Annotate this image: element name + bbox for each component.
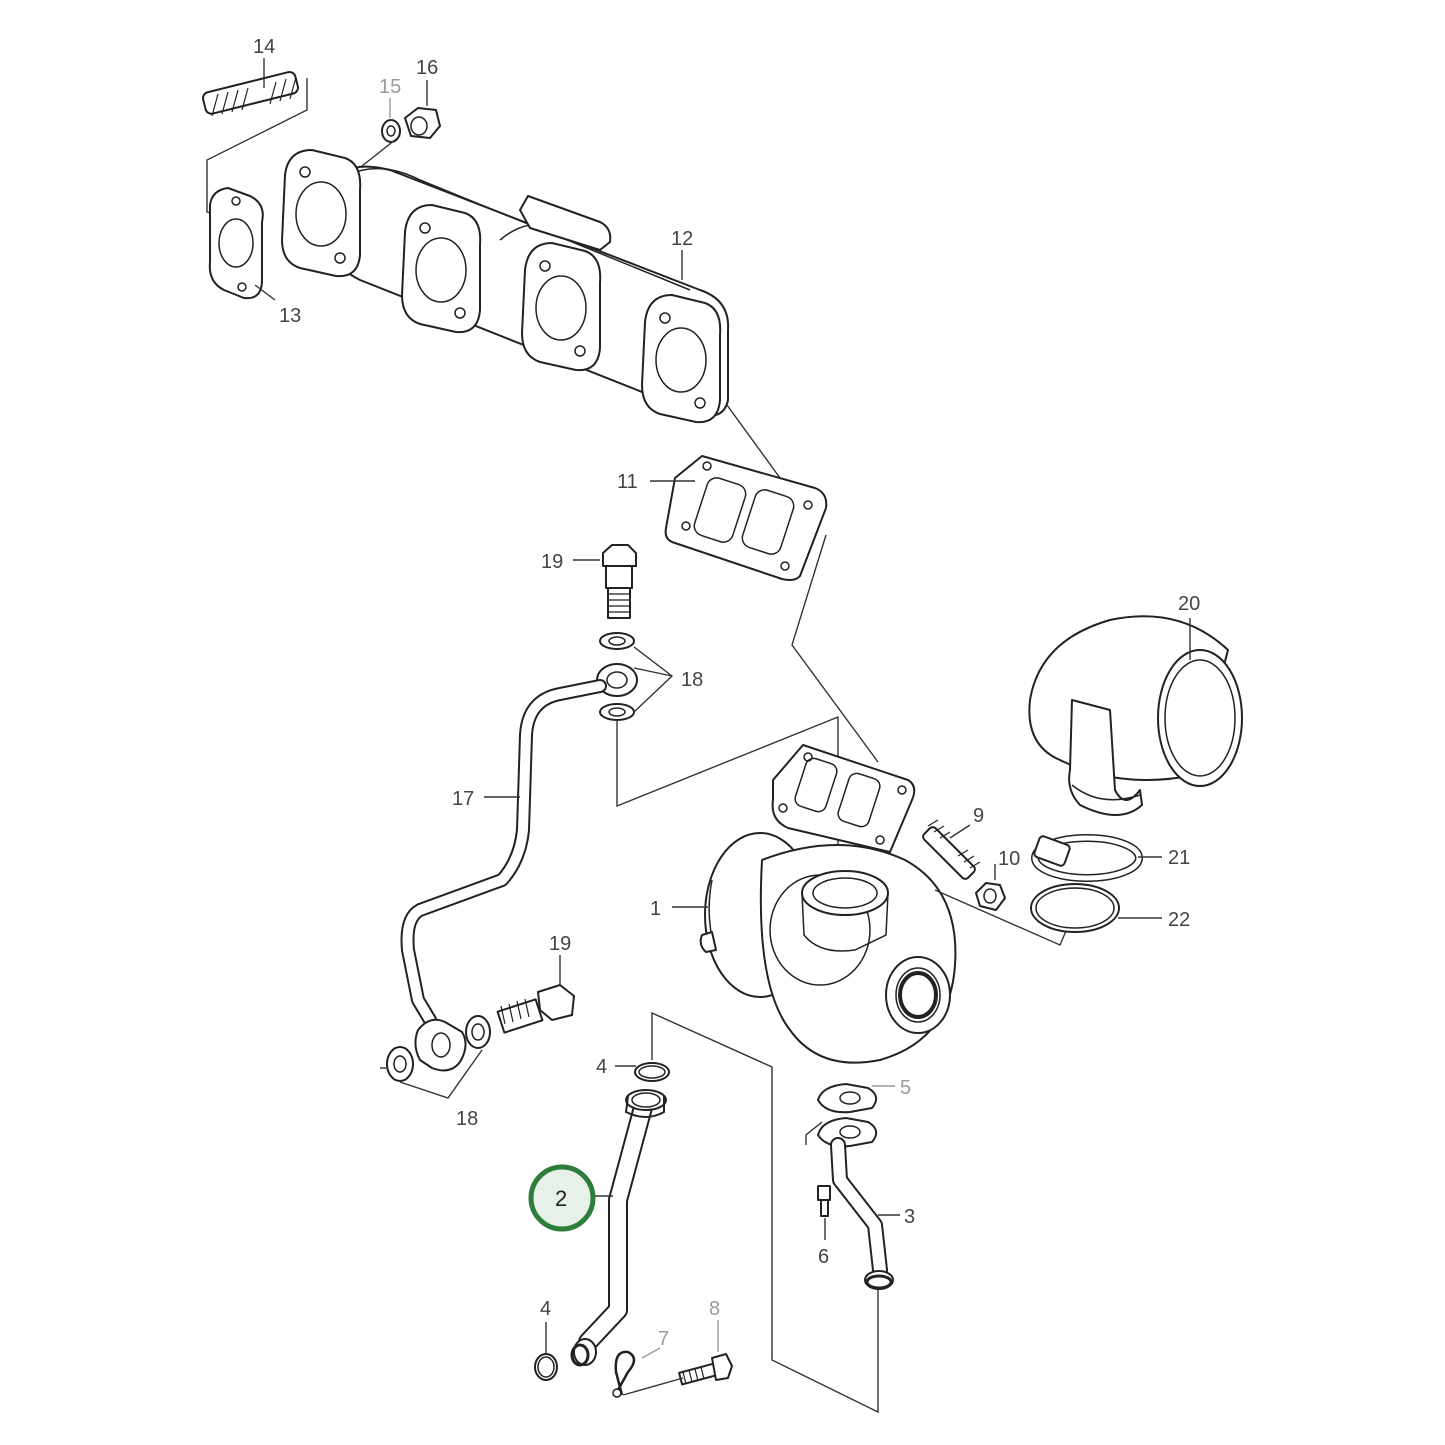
banjo-bolt-part-19-top[interactable] (602, 544, 637, 619)
bracket-15-16 (361, 135, 401, 167)
leader-13 (254, 284, 276, 301)
callout-8[interactable]: 8 (709, 1298, 720, 1320)
callout-12[interactable]: 12 (671, 228, 693, 250)
callout-1[interactable]: 1 (650, 898, 661, 920)
air-cleaner-part-20[interactable] (1028, 615, 1243, 816)
o-ring-part-22[interactable] (1030, 883, 1120, 933)
exhaust-manifold-part-12[interactable] (281, 149, 730, 424)
callout-19-bottom[interactable]: 19 (549, 933, 571, 955)
leader-9 (949, 824, 971, 839)
clip-part-7[interactable] (612, 1350, 636, 1398)
oil-feed-pipe-part-17[interactable] (400, 679, 607, 1027)
bracket-11-turbo (791, 534, 879, 763)
washer-part-15[interactable] (381, 119, 401, 143)
o-ring-part-4-top[interactable] (634, 1062, 670, 1082)
callout-17[interactable]: 17 (452, 788, 474, 810)
bracket-2-3 (651, 1011, 879, 1414)
callout-20[interactable]: 20 (1178, 593, 1200, 615)
bracket-7-8 (622, 1377, 684, 1396)
callout-21[interactable]: 21 (1168, 847, 1190, 869)
callout-5[interactable]: 5 (900, 1077, 911, 1099)
callout-11[interactable]: 11 (617, 471, 638, 493)
bracket-drain (805, 1121, 823, 1145)
callout-2[interactable]: 2 (555, 1186, 567, 1211)
callout-18-top[interactable]: 18 (681, 669, 703, 691)
banjo-fitting-part-18-bottom[interactable] (414, 1018, 467, 1072)
sealing-washer-part-18-bottom-1[interactable] (386, 1046, 414, 1082)
turbocharger-part-1[interactable] (699, 744, 957, 1064)
nut-part-10[interactable] (975, 882, 1006, 911)
sealing-washer-part-18-top-1[interactable] (599, 632, 635, 650)
callout-4-bottom[interactable]: 4 (540, 1298, 551, 1320)
callout-13[interactable]: 13 (279, 305, 301, 327)
gasket-part-13[interactable] (208, 187, 264, 300)
leader-7 (641, 1347, 661, 1359)
leader-18-top (633, 646, 674, 713)
banjo-bolt-part-19-bottom[interactable] (496, 984, 575, 1034)
leader-18-top-mid (633, 667, 673, 677)
gasket-part-5[interactable] (817, 1083, 878, 1114)
callout-3[interactable]: 3 (904, 1206, 915, 1228)
oil-drain-pipe-part-3[interactable] (817, 1117, 894, 1290)
sealing-washer-part-18-bottom-2[interactable] (465, 1015, 491, 1049)
callout-15[interactable]: 15 (379, 76, 401, 98)
nut-part-16[interactable] (404, 107, 441, 139)
hose-clamp-part-21[interactable] (1031, 834, 1143, 882)
bolt-part-8[interactable] (678, 1353, 733, 1386)
callout-10[interactable]: 10 (998, 848, 1020, 870)
turbo-gasket-part-11[interactable] (664, 455, 828, 581)
bolt-part-6[interactable] (817, 1185, 831, 1217)
stud-part-14[interactable] (202, 70, 300, 117)
callout-4-top[interactable]: 4 (596, 1056, 607, 1078)
sealing-washer-part-18-top-2[interactable] (599, 703, 635, 721)
leader-18-bottom (399, 1049, 483, 1099)
callout-9[interactable]: 9 (973, 805, 984, 827)
oil-return-pipe-part-2[interactable] (570, 1089, 667, 1367)
callout-18-bottom[interactable]: 18 (456, 1108, 478, 1130)
callout-16[interactable]: 16 (416, 57, 438, 79)
o-ring-part-4-bottom[interactable] (534, 1353, 558, 1381)
callout-7[interactable]: 7 (658, 1328, 669, 1350)
callout-6[interactable]: 6 (818, 1246, 829, 1268)
callout-22[interactable]: 22 (1168, 909, 1190, 931)
callout-14[interactable]: 14 (253, 36, 275, 58)
callout-19-top[interactable]: 19 (541, 551, 563, 573)
highlight-ring-part-2[interactable] (528, 1164, 596, 1232)
stud-part-9[interactable] (921, 819, 981, 881)
bracket-12-11 (726, 404, 781, 479)
